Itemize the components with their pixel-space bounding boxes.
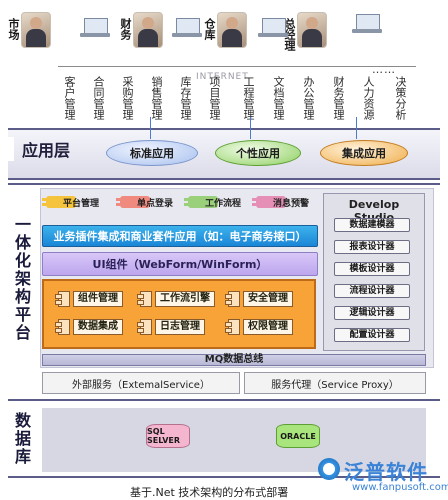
divider	[8, 476, 440, 478]
divider	[8, 399, 440, 401]
laptop-icon	[80, 18, 110, 40]
person-photo-icon	[21, 12, 51, 48]
oracle-db-icon: ORACLE	[276, 424, 320, 448]
designer-logic: 逻辑设计器	[334, 306, 410, 320]
laptop-icon	[258, 18, 288, 40]
designer-template: 模板设计器	[334, 262, 410, 276]
app-personal: 个性应用	[215, 140, 301, 166]
module-document: 文档管理	[272, 76, 285, 120]
external-service: 外部服务（ExtemalService）	[42, 372, 240, 394]
up-arrow	[150, 117, 151, 139]
role-gm: 总经理	[283, 12, 327, 64]
module-decision: 决策分析	[394, 76, 407, 120]
brand-watermark: 泛普软件 www.fanpusoft.com	[318, 456, 448, 496]
role-warehouse: 仓库	[203, 12, 247, 64]
module-finance: 财务管理	[332, 76, 345, 120]
laptop-icon	[172, 18, 202, 40]
brand-url: www.fanpusoft.com	[352, 482, 448, 493]
component-workflow-engine: 工作流引擎	[137, 291, 215, 307]
sticker-workflow: 工作流程	[184, 193, 248, 211]
up-arrow	[250, 117, 251, 139]
database-panel	[42, 408, 426, 472]
brand-logo-icon	[318, 458, 340, 480]
designer-process: 流程设计器	[334, 284, 410, 298]
diagram-caption: 基于.Net 技术架构的分布式部署	[130, 486, 289, 499]
service-proxy: 服务代理（Service Proxy）	[244, 372, 426, 394]
integration-bar: 业务插件集成和商业套件应用（如：电子商务接口）	[42, 225, 318, 247]
app-standard-label: 标准应用	[130, 147, 174, 160]
module-inventory: 库存管理	[179, 76, 192, 120]
designer-config: 配置设计器	[334, 328, 410, 342]
module-engineering: 工程管理	[242, 76, 255, 120]
component-log: 日志管理	[137, 319, 205, 335]
module-bracket	[58, 66, 416, 73]
module-office: 办公管理	[302, 76, 315, 120]
mq-data-bus: MQ数据总线	[42, 354, 426, 366]
platform-title: 一体化架构平台	[12, 216, 31, 342]
ui-components-bar: UI组件（WebForm/WinForm）	[42, 252, 318, 276]
laptop-icon	[352, 14, 382, 36]
application-layer-title: 应用层	[7, 137, 70, 161]
database-title: 数据库	[12, 412, 31, 466]
app-standard: 标准应用	[106, 140, 198, 166]
role-label: 市场	[7, 18, 20, 40]
module-purchase: 采购管理	[121, 76, 134, 120]
component-security: 安全管理	[225, 291, 293, 307]
brand-name: 泛普软件	[344, 460, 428, 484]
module-project: 项目管理	[208, 76, 221, 120]
sql-server-db-icon: SQL SELVER	[146, 424, 190, 448]
module-sales: 销售管理	[150, 76, 163, 120]
component-data-integration: 数据集成	[55, 319, 123, 335]
app-personal-label: 个性应用	[236, 147, 280, 160]
role-finance: 财务	[119, 12, 163, 64]
app-integrated: 集成应用	[320, 140, 408, 166]
component-permission: 权限管理	[225, 319, 293, 335]
person-photo-icon	[133, 12, 163, 48]
up-arrow	[356, 117, 357, 139]
oracle-label: ORACLE	[280, 431, 316, 441]
platform-title-area: 一体化架构平台	[8, 186, 38, 368]
sticker-alert: 消息预警	[252, 193, 316, 211]
sql-server-label: SQL SELVER	[147, 427, 181, 445]
role-label: 仓库	[203, 18, 216, 40]
designer-report: 报表设计器	[334, 240, 410, 254]
designer-data-model: 数据建模器	[334, 218, 410, 232]
role-label: 总经理	[283, 18, 296, 51]
sticker-platform-mgmt: 平台管理	[42, 193, 106, 211]
internet-watermark: INTERNET	[196, 72, 249, 82]
app-integrated-label: 集成应用	[342, 147, 386, 160]
role-label: 财务	[119, 18, 132, 40]
sticker-sso: 单点登录	[116, 193, 180, 211]
component-panel	[42, 279, 316, 349]
person-photo-icon	[297, 12, 327, 48]
person-photo-icon	[217, 12, 247, 48]
module-contract: 合同管理	[92, 76, 105, 120]
divider	[8, 183, 440, 185]
module-hr: 人力资源	[362, 76, 375, 120]
module-customer: 客户管理	[63, 76, 76, 120]
component-manage: 组件管理	[55, 291, 123, 307]
database-title-area: 数据库	[8, 404, 38, 476]
role-market: 市场	[7, 12, 51, 64]
